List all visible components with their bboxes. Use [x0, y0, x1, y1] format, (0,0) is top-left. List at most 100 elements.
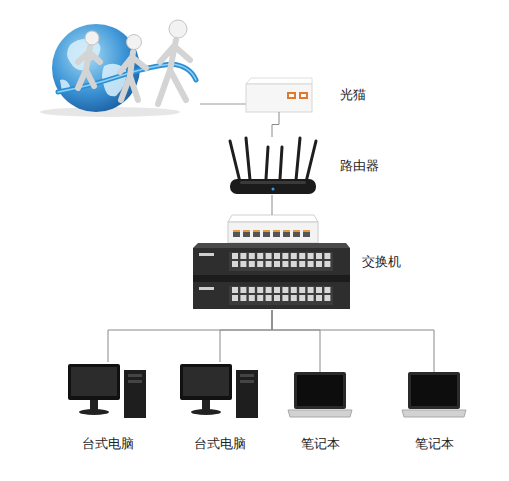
rack-port	[257, 295, 263, 301]
port	[273, 230, 280, 237]
small-switch-ports	[233, 230, 310, 237]
figure-body	[158, 40, 190, 104]
figure-head	[127, 35, 142, 50]
device-node: 台式电脑	[180, 362, 260, 453]
rack-port	[308, 261, 314, 267]
small-switch	[228, 222, 318, 243]
rack-gap	[193, 275, 350, 282]
router-icon	[230, 138, 316, 194]
port	[303, 230, 310, 237]
rack-port	[240, 253, 246, 259]
laptop-icon	[288, 372, 352, 417]
rack-port	[240, 287, 246, 293]
rack-port	[240, 261, 246, 267]
port-led	[303, 230, 310, 232]
rack-switch	[193, 248, 350, 275]
small-switch-leds	[233, 230, 310, 232]
port	[253, 230, 260, 237]
router-antennas	[230, 138, 316, 182]
antenna	[266, 147, 268, 179]
port	[283, 230, 290, 237]
desktop-icon	[180, 364, 258, 418]
network-cable-line	[272, 112, 279, 137]
rack-port	[257, 253, 263, 259]
icon-slot	[226, 137, 318, 195]
rack-port	[316, 295, 322, 301]
figure-head	[169, 20, 187, 38]
modem-top	[246, 78, 312, 84]
port-led	[253, 230, 260, 232]
screen	[183, 367, 229, 396]
rack-port	[282, 261, 288, 267]
drive-bay	[240, 380, 254, 383]
rack-port	[299, 253, 305, 259]
port-led	[243, 230, 250, 232]
monitor	[180, 364, 232, 400]
icon-slot	[288, 372, 352, 420]
rack-port	[291, 287, 297, 293]
figure-body	[78, 47, 100, 88]
rack-port	[316, 287, 322, 293]
device-label: 笔记本	[415, 436, 454, 453]
rack-port	[232, 295, 238, 301]
rack-port	[282, 287, 288, 293]
rack-port	[282, 295, 288, 301]
port-led	[283, 230, 290, 232]
port	[243, 230, 250, 237]
network-cable-line	[220, 310, 272, 362]
icon-slot	[402, 372, 466, 420]
antenna	[306, 141, 316, 182]
device-node: 光猫	[246, 78, 366, 112]
rack-badge	[199, 253, 214, 256]
rack-port	[257, 261, 263, 267]
rack-port	[274, 287, 280, 293]
rack-port	[316, 261, 322, 267]
network-cable-line	[108, 310, 272, 362]
internet-line	[200, 104, 246, 105]
monitor-base	[79, 409, 109, 415]
device-label: 光猫	[340, 87, 366, 104]
rack-port	[257, 287, 263, 293]
antenna	[280, 147, 282, 179]
port-panel	[229, 252, 333, 271]
icon-slot	[180, 362, 260, 420]
drive-bay	[128, 380, 142, 383]
rack-port	[232, 287, 238, 293]
port-panel	[229, 286, 333, 305]
rack-port	[266, 253, 272, 259]
router-highlight	[240, 181, 306, 184]
port-led	[293, 230, 300, 232]
rack-ports	[232, 253, 330, 301]
device-node: 笔记本	[402, 372, 466, 453]
monitor-stand	[90, 400, 98, 410]
rack-port	[299, 295, 305, 301]
rack-port	[266, 261, 272, 267]
router-body	[230, 179, 316, 194]
pc-tower	[124, 370, 146, 418]
monitor-base	[191, 409, 221, 415]
rack-top	[193, 243, 350, 248]
rack-port	[324, 253, 330, 259]
desktop-icon	[68, 364, 146, 418]
rack-switch	[193, 282, 350, 309]
switch-icon	[193, 215, 350, 309]
rack-port	[274, 261, 280, 267]
rack-port	[249, 287, 255, 293]
rack-port	[282, 253, 288, 259]
laptop-screen	[297, 375, 343, 406]
rack-port	[249, 253, 255, 259]
rack-port	[299, 261, 305, 267]
port	[233, 230, 240, 237]
router-led	[272, 188, 275, 191]
rack-port	[291, 295, 297, 301]
pc-tower	[236, 370, 258, 418]
modem-port-hole	[289, 94, 294, 97]
rack-port	[274, 253, 280, 259]
rack-port	[308, 253, 314, 259]
laptop-lid	[408, 372, 460, 409]
device-label: 交换机	[362, 254, 401, 271]
monitor	[68, 364, 120, 400]
